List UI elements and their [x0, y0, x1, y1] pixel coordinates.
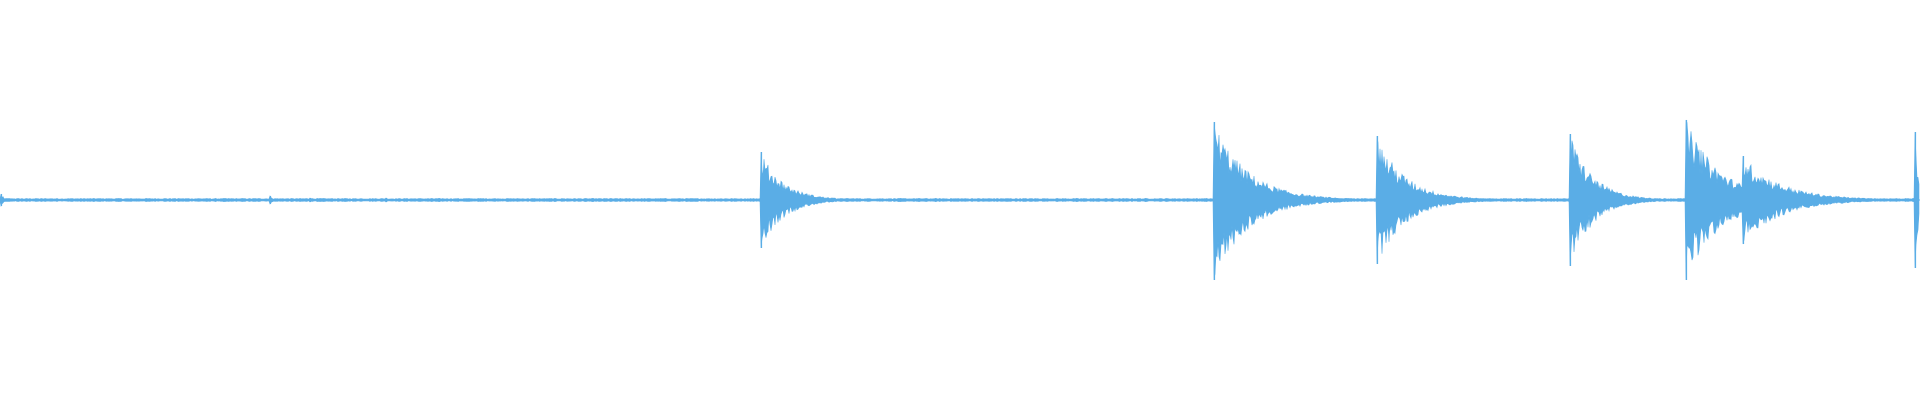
waveform-svg [0, 119, 1920, 281]
audio-waveform [0, 119, 1920, 281]
